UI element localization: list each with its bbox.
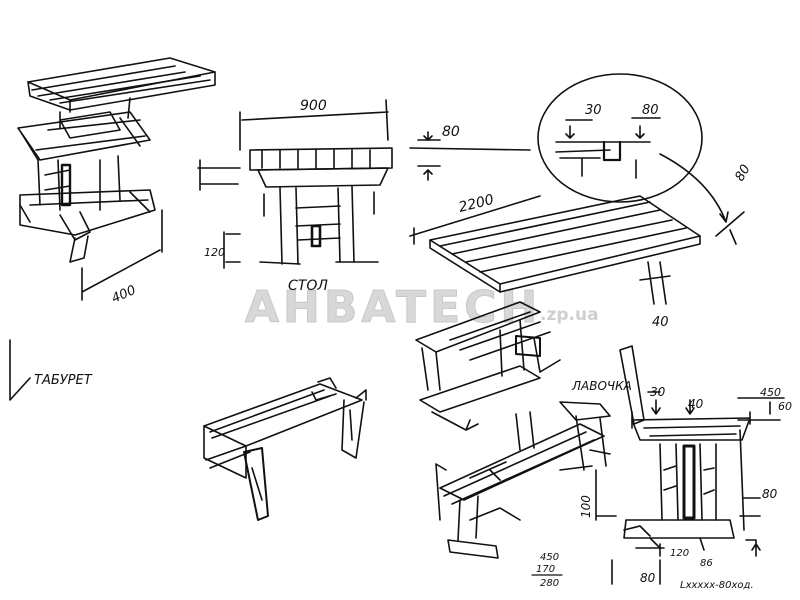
watermark-main: AHBATECH [245,282,541,333]
bench-label: ЛАВОЧКА [571,379,632,393]
bench-dim-e: 80 [762,487,778,501]
table-dim-leg: 120 [204,246,225,259]
bench-sum-1: 450 [540,552,559,563]
bench-dim-h: 80 [640,571,656,585]
table-dim-top: 80 [442,124,460,140]
bench-side-view [595,345,785,585]
stool-sketch [9,57,216,401]
table-label: СТОЛ [288,278,328,294]
bench-frame-perspective [435,401,611,559]
bench-dim-i: 86 [700,558,713,569]
watermark-domain: .zp.ua [540,305,599,325]
table-frame-perspective [415,301,561,431]
table-front-view [197,99,393,269]
table-dim-width: 900 [300,98,327,114]
bench-note: Lxxxxx-80ход. [680,580,754,591]
joint-detail-circle [537,73,729,223]
stool-frame-perspective [203,377,367,521]
table-dim-thick: 40 [652,315,669,330]
bench-dim-d: 60 [778,400,792,413]
stool-dim-depth: 400 [110,283,139,307]
bench-dim-c: 450 [760,386,781,399]
table-top-thickness-dim [409,131,531,181]
table-dim-edge: 80 [732,162,753,184]
tabletop-perspective [409,195,745,305]
bench-dim-b: 40 [688,397,704,411]
bench-dim-f: 100 [579,495,593,518]
stool-label: ТАБУРЕТ [34,373,93,388]
detail-dim-left: 30 [585,103,602,118]
bench-dim-a: 30 [650,385,666,399]
detail-dim-right: 80 [642,103,659,118]
watermark: AHBATECH .zp.ua [245,282,599,334]
bench-sum-2: 170 [536,564,555,575]
bench-sum-3: 280 [540,578,559,589]
bench-dim-g: 120 [670,548,689,559]
